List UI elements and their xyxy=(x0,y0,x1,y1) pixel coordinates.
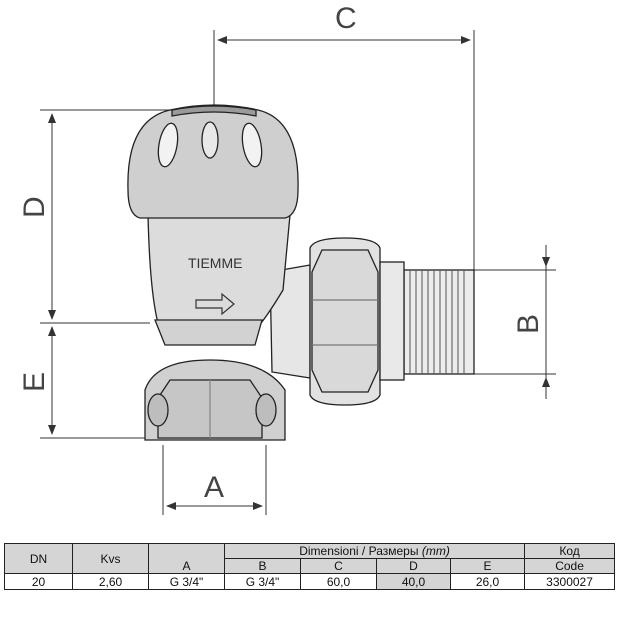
label-a: A xyxy=(204,471,224,504)
cell-c: 60,0 xyxy=(300,573,377,590)
brand-logo: TIEMME xyxy=(188,255,242,271)
header-dimensions: Dimensioni / Размеры (mm) xyxy=(223,543,526,559)
specifications-table: DN Kvs A Dimensioni / Размеры (mm) Код B… xyxy=(4,543,616,590)
cell-code: 3300027 xyxy=(524,573,616,590)
dimension-lines xyxy=(40,30,556,515)
header-b: B xyxy=(224,558,301,574)
label-d: D xyxy=(18,196,51,218)
header-c: C xyxy=(300,558,377,574)
label-c: C xyxy=(335,2,357,35)
label-b: B xyxy=(512,314,545,334)
header-e: E xyxy=(449,558,526,574)
header-a: A xyxy=(148,543,225,574)
cell-d: 40,0 xyxy=(376,573,451,590)
cell-dn: 20 xyxy=(4,573,73,590)
cell-a: G 3/4" xyxy=(148,573,225,590)
header-d: D xyxy=(376,558,451,574)
header-dn: DN xyxy=(4,543,73,574)
header-code: Code xyxy=(524,558,616,574)
valve-body xyxy=(127,104,475,441)
label-e: E xyxy=(18,372,51,392)
flow-arrow-icon xyxy=(195,292,235,316)
cell-b: G 3/4" xyxy=(224,573,301,590)
cell-e: 26,0 xyxy=(449,573,526,590)
header-kvs: Kvs xyxy=(72,543,149,574)
cell-kvs: 2,60 xyxy=(72,573,149,590)
thread-lines xyxy=(409,270,465,374)
valve-technical-drawing: C A D E B xyxy=(18,2,556,515)
header-code-ru: Код xyxy=(524,543,616,559)
